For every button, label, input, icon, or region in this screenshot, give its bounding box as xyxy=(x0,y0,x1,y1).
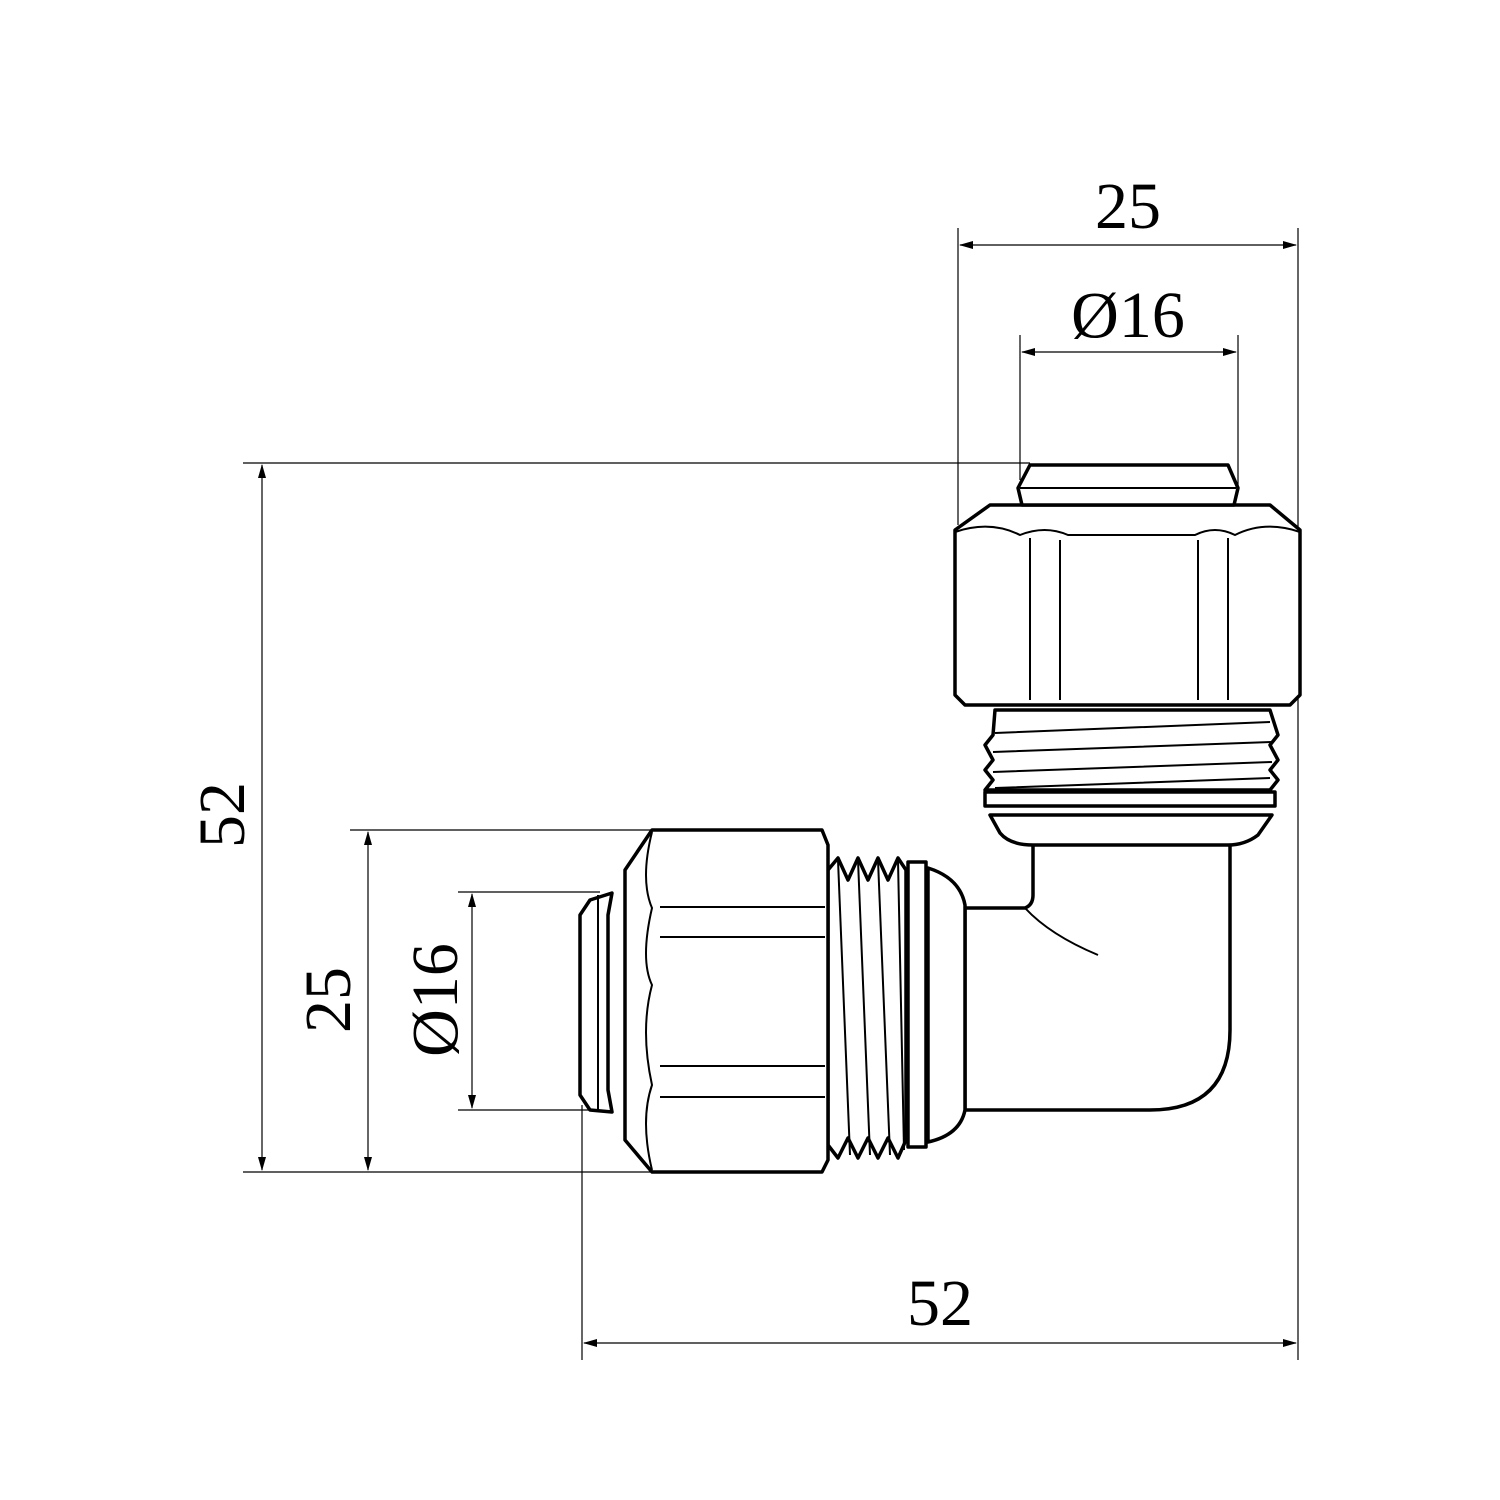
top-nut xyxy=(953,503,1302,707)
left-fitting xyxy=(578,828,967,1174)
label-overall-width: 52 xyxy=(907,1267,973,1340)
elbow-body xyxy=(963,838,1232,1112)
top-fitting xyxy=(953,463,1302,847)
top-skirt xyxy=(988,813,1274,847)
label-overall-height: 52 xyxy=(186,782,259,848)
top-collar xyxy=(983,790,1277,808)
left-dome xyxy=(926,866,967,1144)
label-left-diameter: Ø16 xyxy=(399,943,472,1057)
left-cap xyxy=(578,891,614,1114)
left-collar xyxy=(906,860,928,1149)
top-cap xyxy=(1016,463,1240,507)
label-top-width: 25 xyxy=(1095,170,1161,243)
label-top-diameter: Ø16 xyxy=(1071,279,1185,352)
extension-lines xyxy=(243,228,1299,1360)
label-left-height: 25 xyxy=(292,967,365,1033)
elbow-fillet-line xyxy=(1024,907,1099,956)
left-nut xyxy=(623,828,830,1174)
